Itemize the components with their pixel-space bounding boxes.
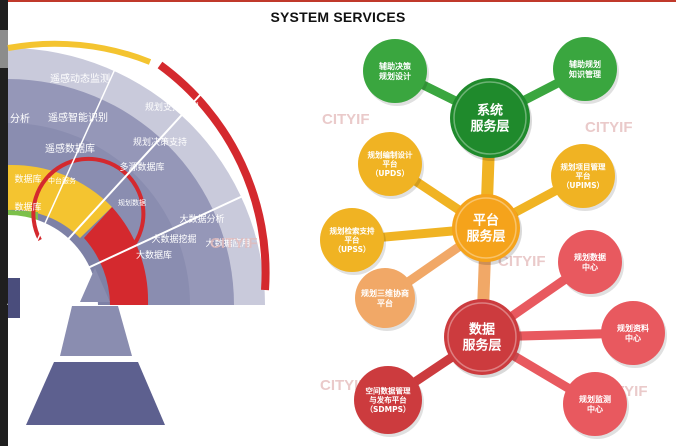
mindmap-node: 规划数据中心 [558, 230, 624, 297]
layer-label: 系统服务层 [470, 102, 509, 134]
node-label: 规划三维协商平台 [361, 288, 409, 308]
node-circle [601, 301, 665, 365]
layer-circle [450, 78, 530, 158]
layer-node: 系统服务层 [450, 78, 532, 161]
pyramid-middle [60, 306, 132, 356]
fan-label-support-model: 规划支持模型 [145, 101, 199, 113]
node-circle [553, 37, 617, 101]
mindmap-node: 规划三维协商平台 [355, 268, 417, 331]
layer-inner-ring [447, 302, 517, 372]
node-label: 规划数据中心 [574, 252, 606, 272]
watermark-6: CITYIF [210, 235, 258, 252]
watermark-1: CITYIF [322, 111, 370, 128]
layer-circle [444, 299, 520, 375]
fan-label-bigdata-app: 大数据应用 [205, 237, 250, 249]
layer-label: 平台服务层 [466, 212, 505, 244]
node-circle [354, 366, 422, 434]
fan-label-bigdata-db: 大数据库 [136, 249, 172, 261]
node-label: 空间数据管理与发布平台（SDMPS） [366, 385, 411, 414]
mindmap-node: 辅助规划知识管理 [553, 37, 619, 104]
node-circle [355, 268, 415, 328]
layer-node: 平台服务层 [452, 194, 522, 265]
layer-node: 数据服务层 [444, 299, 522, 378]
layer-inner-ring [453, 81, 527, 155]
mindmap-node: 规划编制设计平台（UPDS） [358, 132, 424, 199]
fan-label-left-cut-1: 分析 [10, 112, 30, 125]
node-circle [363, 39, 427, 103]
fan-label-remote-monitoring: 遥感动态监测 [50, 72, 110, 85]
watermark-group: CITYIF CITYIF CITYIF CITYIF CITYIF CITYI… [210, 111, 648, 400]
node-circle [563, 372, 627, 436]
node-circle [551, 144, 615, 208]
fan-cycle-arrow [31, 156, 146, 264]
node-label: 规划检索支持平台（UPSS） [330, 225, 375, 254]
node-circle [358, 132, 422, 196]
top-border [0, 0, 676, 2]
fan-outer-yellow-arc [7, 40, 152, 65]
fan-label-left-cut-2: 数据库 [14, 173, 41, 185]
mindmap-node: 规划资料中心 [601, 301, 667, 368]
fan-inner-white-hub [8, 215, 98, 305]
pyramid-left-block [8, 278, 20, 318]
fan-label-decision-support: 规划决策支持 [133, 136, 187, 148]
layer-circle [452, 194, 520, 262]
watermark-3: CITYIF [498, 253, 546, 270]
layered-fan-diagram: 遥感动态监测 遥感智能识别 遥感数据库 中台服务 规划支持模型 规划决策支持 多… [7, 40, 270, 425]
node-label: 辅助决策规划设计 [379, 61, 412, 81]
fan-label-planning-data: 规划数据 [118, 198, 146, 207]
layer-label: 数据服务层 [462, 321, 501, 353]
page-title: SYSTEM SERVICES [270, 9, 406, 25]
pyramid-bottom [26, 362, 165, 425]
left-edge-bar [0, 0, 8, 446]
watermark-2: CITYIF [585, 119, 633, 136]
node-label: 辅助规划知识管理 [569, 59, 601, 79]
layer-inner-ring [455, 197, 517, 259]
node-circle [558, 230, 622, 294]
node-circle [320, 208, 384, 272]
fan-label-multisource-db: 多源数据库 [119, 161, 164, 173]
node-label: 规划项目管理平台（UPIMS） [561, 161, 606, 190]
fan-outer-red-arc [157, 61, 270, 291]
mindmap-node: 辅助决策规划设计 [363, 39, 429, 106]
mindmap-node: 空间数据管理与发布平台（SDMPS） [354, 366, 424, 437]
mindmap-node: 规划项目管理平台（UPIMS） [551, 144, 617, 211]
node-label: 规划资料中心 [617, 323, 649, 343]
fan-label-left-cut-3: 数据库 [14, 201, 41, 213]
fan-label-remote-db: 遥感数据库 [45, 142, 95, 155]
fan-divider-2 [7, 194, 246, 306]
fan-divider-3 [7, 57, 121, 306]
fan-red-band [84, 207, 149, 305]
node-label: 规划监测中心 [579, 394, 611, 414]
fan-label-bigdata-mining: 大数据挖掘 [151, 233, 196, 245]
fan-label-mid-service: 中台服务 [48, 176, 76, 185]
left-edge-tab [0, 30, 8, 68]
node-label: 规划编制设计平台（UPDS） [368, 149, 413, 178]
pyramid-top [80, 268, 110, 302]
fan-divider-1 [7, 94, 201, 306]
fan-label-bigdata-analysis: 大数据分析 [179, 213, 224, 225]
mindmap-node: 规划监测中心 [563, 372, 629, 439]
mindmap-node: 规划检索支持平台（UPSS） [320, 208, 386, 275]
fan-label-remote-recognition: 遥感智能识别 [48, 111, 108, 124]
